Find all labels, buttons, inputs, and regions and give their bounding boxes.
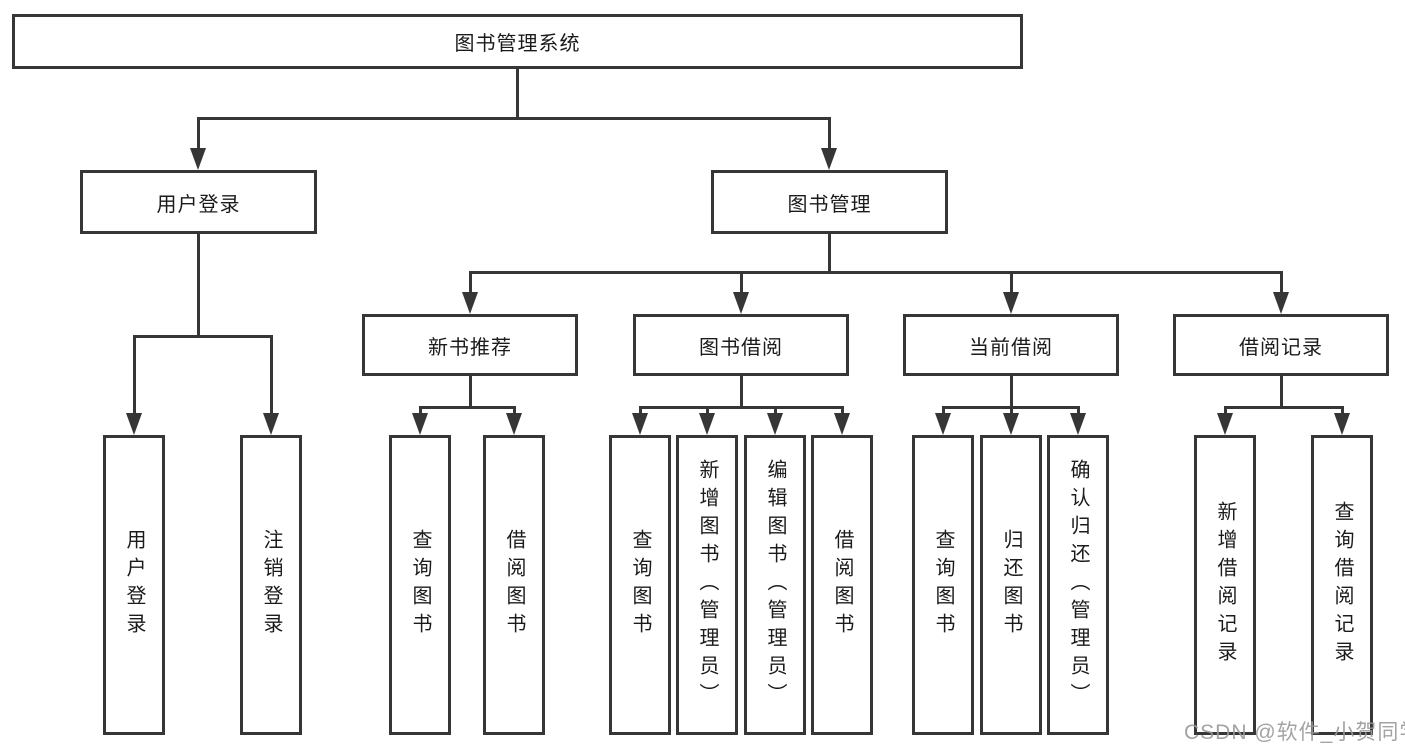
watermark: CSDN @软件_小贺同学 [1184,721,1405,744]
edge-line [1077,406,1080,413]
edge-line [774,406,777,413]
edge-arrowhead [821,148,837,170]
edge-line [828,117,831,149]
edge-line [639,406,844,409]
edge-arrowhead [834,413,850,435]
edge-line [1341,406,1344,413]
edge-line [942,406,945,413]
leaf-logout: 注销登录 [240,435,302,735]
edge-line [197,117,831,120]
edge-arrowhead [699,413,715,435]
node-label: 用户登录 [156,193,241,216]
leaf-current-return-book: 归还图书 [980,435,1042,735]
edge-line [740,376,743,409]
leaf-borrow-borrow-book: 借阅图书 [811,435,873,735]
edge-arrowhead [935,413,951,435]
leaf-current-query-book: 查询图书 [912,435,974,735]
edge-line [516,69,519,120]
edge-line [419,406,516,409]
node-label: 编辑图书（管理员） [764,459,786,711]
node-book-borrow: 图书借阅 [633,314,849,376]
node-label: 新书推荐 [428,336,512,359]
edge-line [513,406,516,413]
node-new-book-recommend: 新书推荐 [362,314,578,376]
edge-arrowhead [767,413,783,435]
node-label: 当前借阅 [969,336,1053,359]
edge-line [706,406,709,413]
edge-arrowhead [1273,292,1289,314]
leaf-user-login: 用户登录 [103,435,165,735]
edge-arrowhead [1003,413,1019,435]
node-label: 借阅图书 [503,529,525,641]
edge-line [1224,406,1227,413]
edge-line [1010,406,1013,413]
node-label: 用户登录 [123,529,145,641]
node-label: 图书管理系统 [454,33,581,55]
edge-line [133,335,136,413]
node-label: 确认归还（管理员） [1067,459,1089,711]
node-label: 归还图书 [1000,529,1022,641]
edge-line [197,234,200,338]
edge-line [1280,271,1283,293]
edge-arrowhead [632,413,648,435]
edge-line [469,376,472,409]
leaf-current-confirm-return-admin: 确认归还（管理员） [1047,435,1109,735]
node-label: 新增图书（管理员） [696,459,718,711]
edge-line [469,271,472,293]
node-root: 图书管理系统 [12,14,1023,69]
leaf-recommend-borrow-book: 借阅图书 [483,435,545,735]
edge-arrowhead [1217,413,1233,435]
node-current-borrow: 当前借阅 [903,314,1119,376]
node-label: 图书借阅 [699,336,783,359]
leaf-records-query-record: 查询借阅记录 [1311,435,1373,735]
edge-line [270,335,273,413]
edge-line [469,271,1282,274]
node-label: 借阅图书 [831,529,853,641]
leaf-borrow-query-book: 查询图书 [609,435,671,735]
leaf-recommend-query-book: 查询图书 [389,435,451,735]
node-book-management: 图书管理 [711,170,948,234]
edge-arrowhead [506,413,522,435]
edge-line [419,406,422,413]
node-label: 注销登录 [260,529,282,641]
edge-arrowhead [733,292,749,314]
leaf-borrow-edit-book-admin: 编辑图书（管理员） [744,435,806,735]
node-label: 查询图书 [932,529,954,641]
node-label: 图书管理 [787,193,872,216]
leaf-borrow-add-book-admin: 新增图书（管理员） [676,435,738,735]
edge-line [1010,271,1013,293]
node-label: 借阅记录 [1239,336,1323,359]
edge-arrowhead [412,413,428,435]
edge-arrowhead [462,292,478,314]
leaf-records-add-record: 新增借阅记录 [1194,435,1256,735]
node-label: 查询图书 [409,529,431,641]
edge-arrowhead [1070,413,1086,435]
edge-arrowhead [1334,413,1350,435]
edge-arrowhead [263,413,279,435]
edge-line [197,117,200,149]
node-borrow-records: 借阅记录 [1173,314,1389,376]
edge-line [639,406,642,413]
node-label: 查询图书 [629,529,651,641]
edge-line [1280,376,1283,409]
edge-line [841,406,844,413]
edge-line [133,335,273,338]
edge-line [1010,376,1013,409]
node-label: 新增借阅记录 [1214,501,1236,669]
edge-line [828,234,831,274]
node-user-login: 用户登录 [80,170,317,234]
edge-arrowhead [190,148,206,170]
node-label: 查询借阅记录 [1331,501,1353,669]
edge-line [740,271,743,293]
edge-line [1224,406,1344,409]
edge-arrowhead [1003,292,1019,314]
edge-arrowhead [126,413,142,435]
